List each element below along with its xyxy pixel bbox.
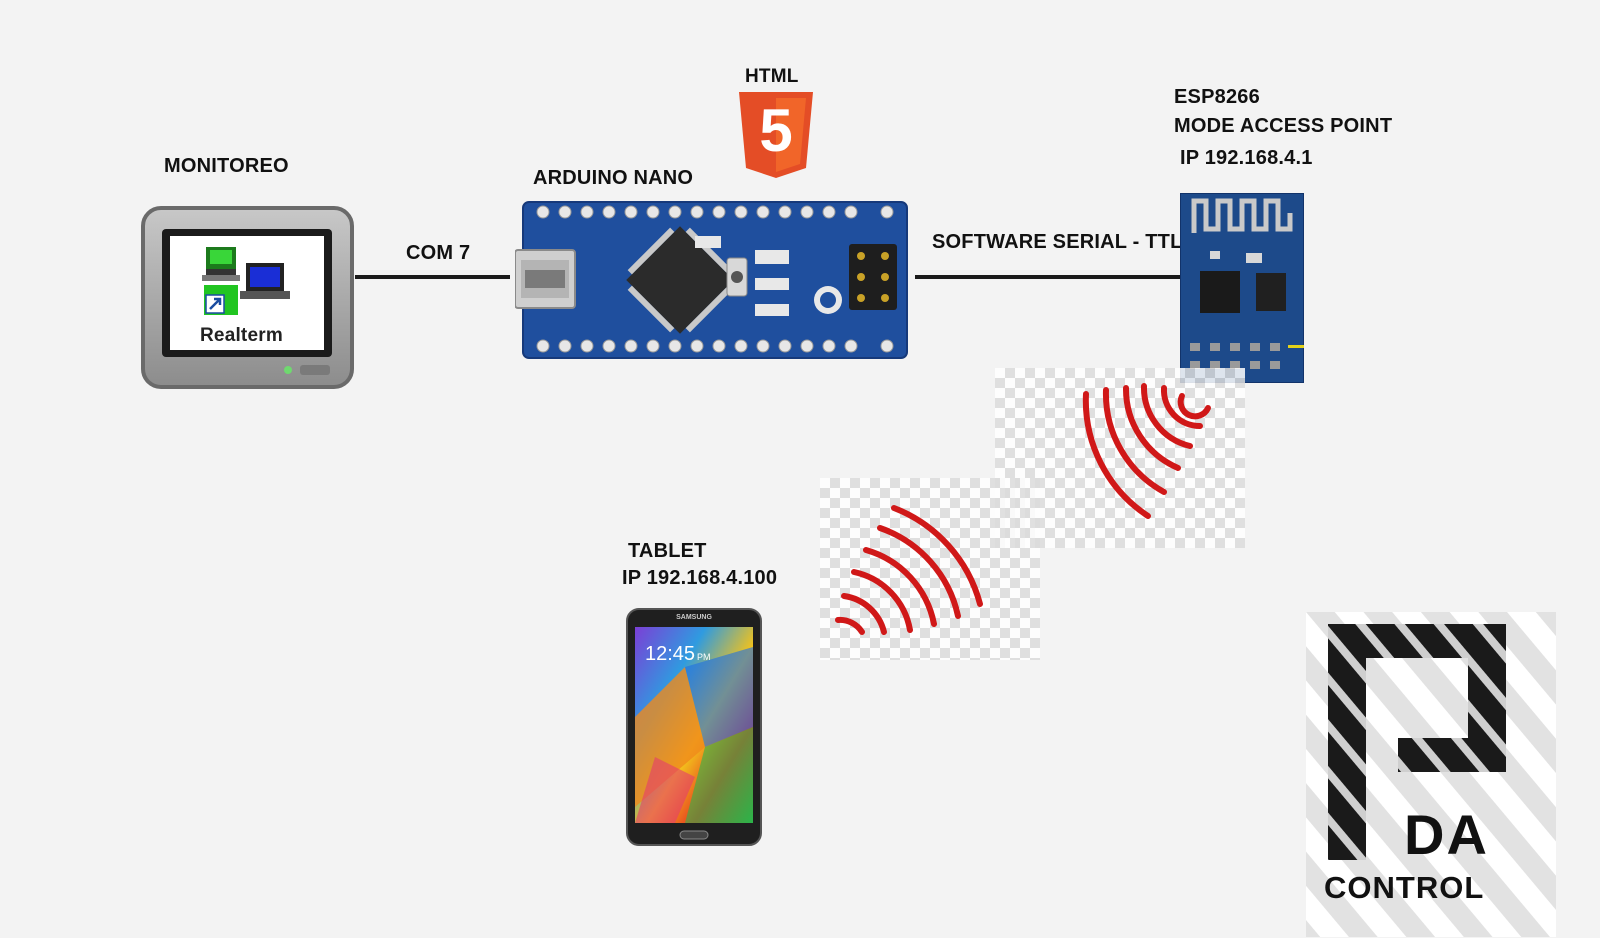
- logo-da-text: DA: [1404, 803, 1489, 866]
- wifi-signal-lower: [835, 505, 983, 635]
- usb-wire: [355, 275, 510, 279]
- realterm-label: Realterm: [200, 325, 283, 346]
- esp-ip-label: IP 192.168.4.1: [1180, 147, 1313, 169]
- serial-wire: [915, 275, 1180, 279]
- logo-control-text: CONTROL: [1324, 870, 1485, 905]
- arduino-nano-board: [515, 200, 915, 360]
- software-serial-label: SOFTWARE SERIAL - TTL: [932, 231, 1183, 253]
- com-port-label: COM 7: [406, 242, 471, 264]
- html5-logo-icon: [739, 92, 813, 178]
- esp-title-label: ESP8266: [1174, 86, 1260, 108]
- html5-version: 5: [759, 97, 793, 164]
- monitor-icon: [141, 206, 354, 389]
- tablet-ip-label: IP 192.168.4.100: [622, 567, 778, 589]
- tablet-icon: [626, 608, 762, 846]
- tablet-device: SAMSUNG 12:45 PM: [625, 607, 763, 847]
- arduino-nano-board-icon: [515, 201, 908, 359]
- arduino-label: ARDUINO NANO: [533, 167, 694, 189]
- wifi-signal-upper: [1082, 383, 1211, 519]
- html-label: HTML: [745, 66, 799, 87]
- esp-mode-label: MODE ACCESS POINT: [1174, 115, 1393, 137]
- html5-logo: 5: [737, 90, 815, 180]
- tablet-brand: SAMSUNG: [676, 614, 712, 621]
- tablet-title-label: TABLET: [628, 540, 707, 562]
- tablet-ampm: PM: [697, 652, 711, 662]
- monitor-device: Realterm: [140, 205, 355, 390]
- esp8266-module-icon: [1180, 193, 1304, 383]
- monitor-label: MONITOREO: [164, 155, 289, 177]
- pda-control-logo-icon: [1306, 612, 1556, 937]
- pda-control-logo: DA CONTROL: [1306, 612, 1556, 937]
- esp8266-module: [1180, 193, 1304, 383]
- tablet-clock: 12:45: [645, 643, 696, 665]
- signal-background-upper: [995, 368, 1245, 548]
